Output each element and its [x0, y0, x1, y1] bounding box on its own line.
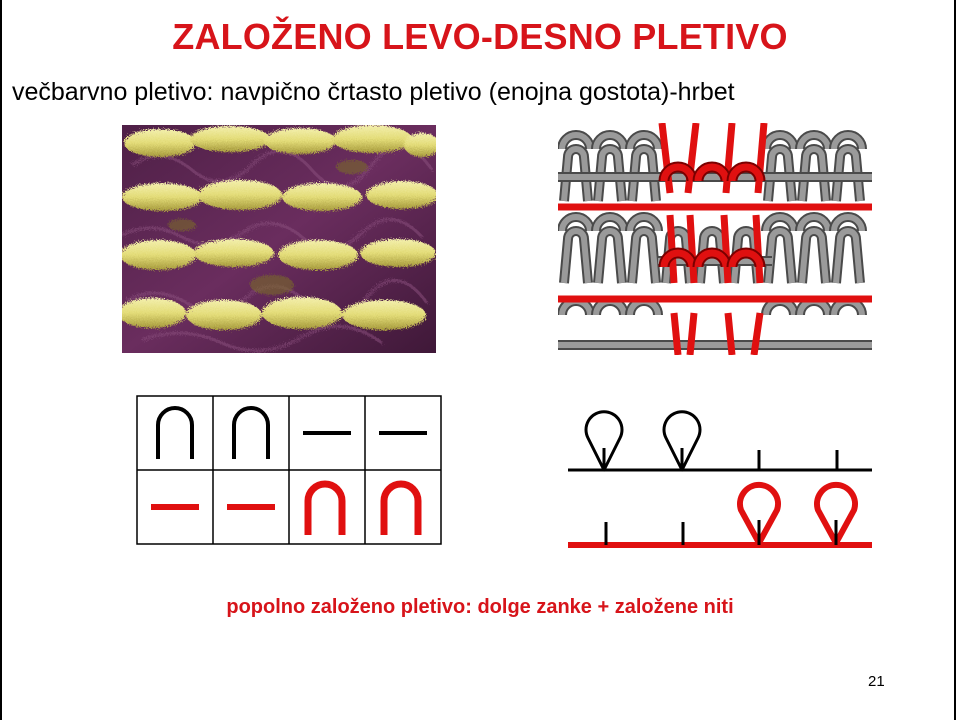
slide-subtitle: večbarvno pletivo: navpično črtasto plet… — [12, 78, 735, 106]
grid-loop-symbol — [380, 480, 422, 535]
footer-note: popolno založeno pletivo: dolge zanke + … — [226, 596, 734, 618]
slide-title: ZALOŽENO LEVO-DESNO PLETIVO — [172, 16, 788, 57]
stitch-loop-diagram — [558, 123, 872, 355]
grid-loop-symbol — [156, 406, 194, 459]
stitch-notation-grid — [136, 395, 442, 545]
grid-loop-symbol — [232, 406, 270, 459]
needle-notation-diagram — [568, 410, 872, 548]
knitted-fabric-photo — [122, 125, 436, 353]
page-number: 21 — [868, 673, 885, 690]
grid-loop-symbol — [304, 480, 346, 535]
